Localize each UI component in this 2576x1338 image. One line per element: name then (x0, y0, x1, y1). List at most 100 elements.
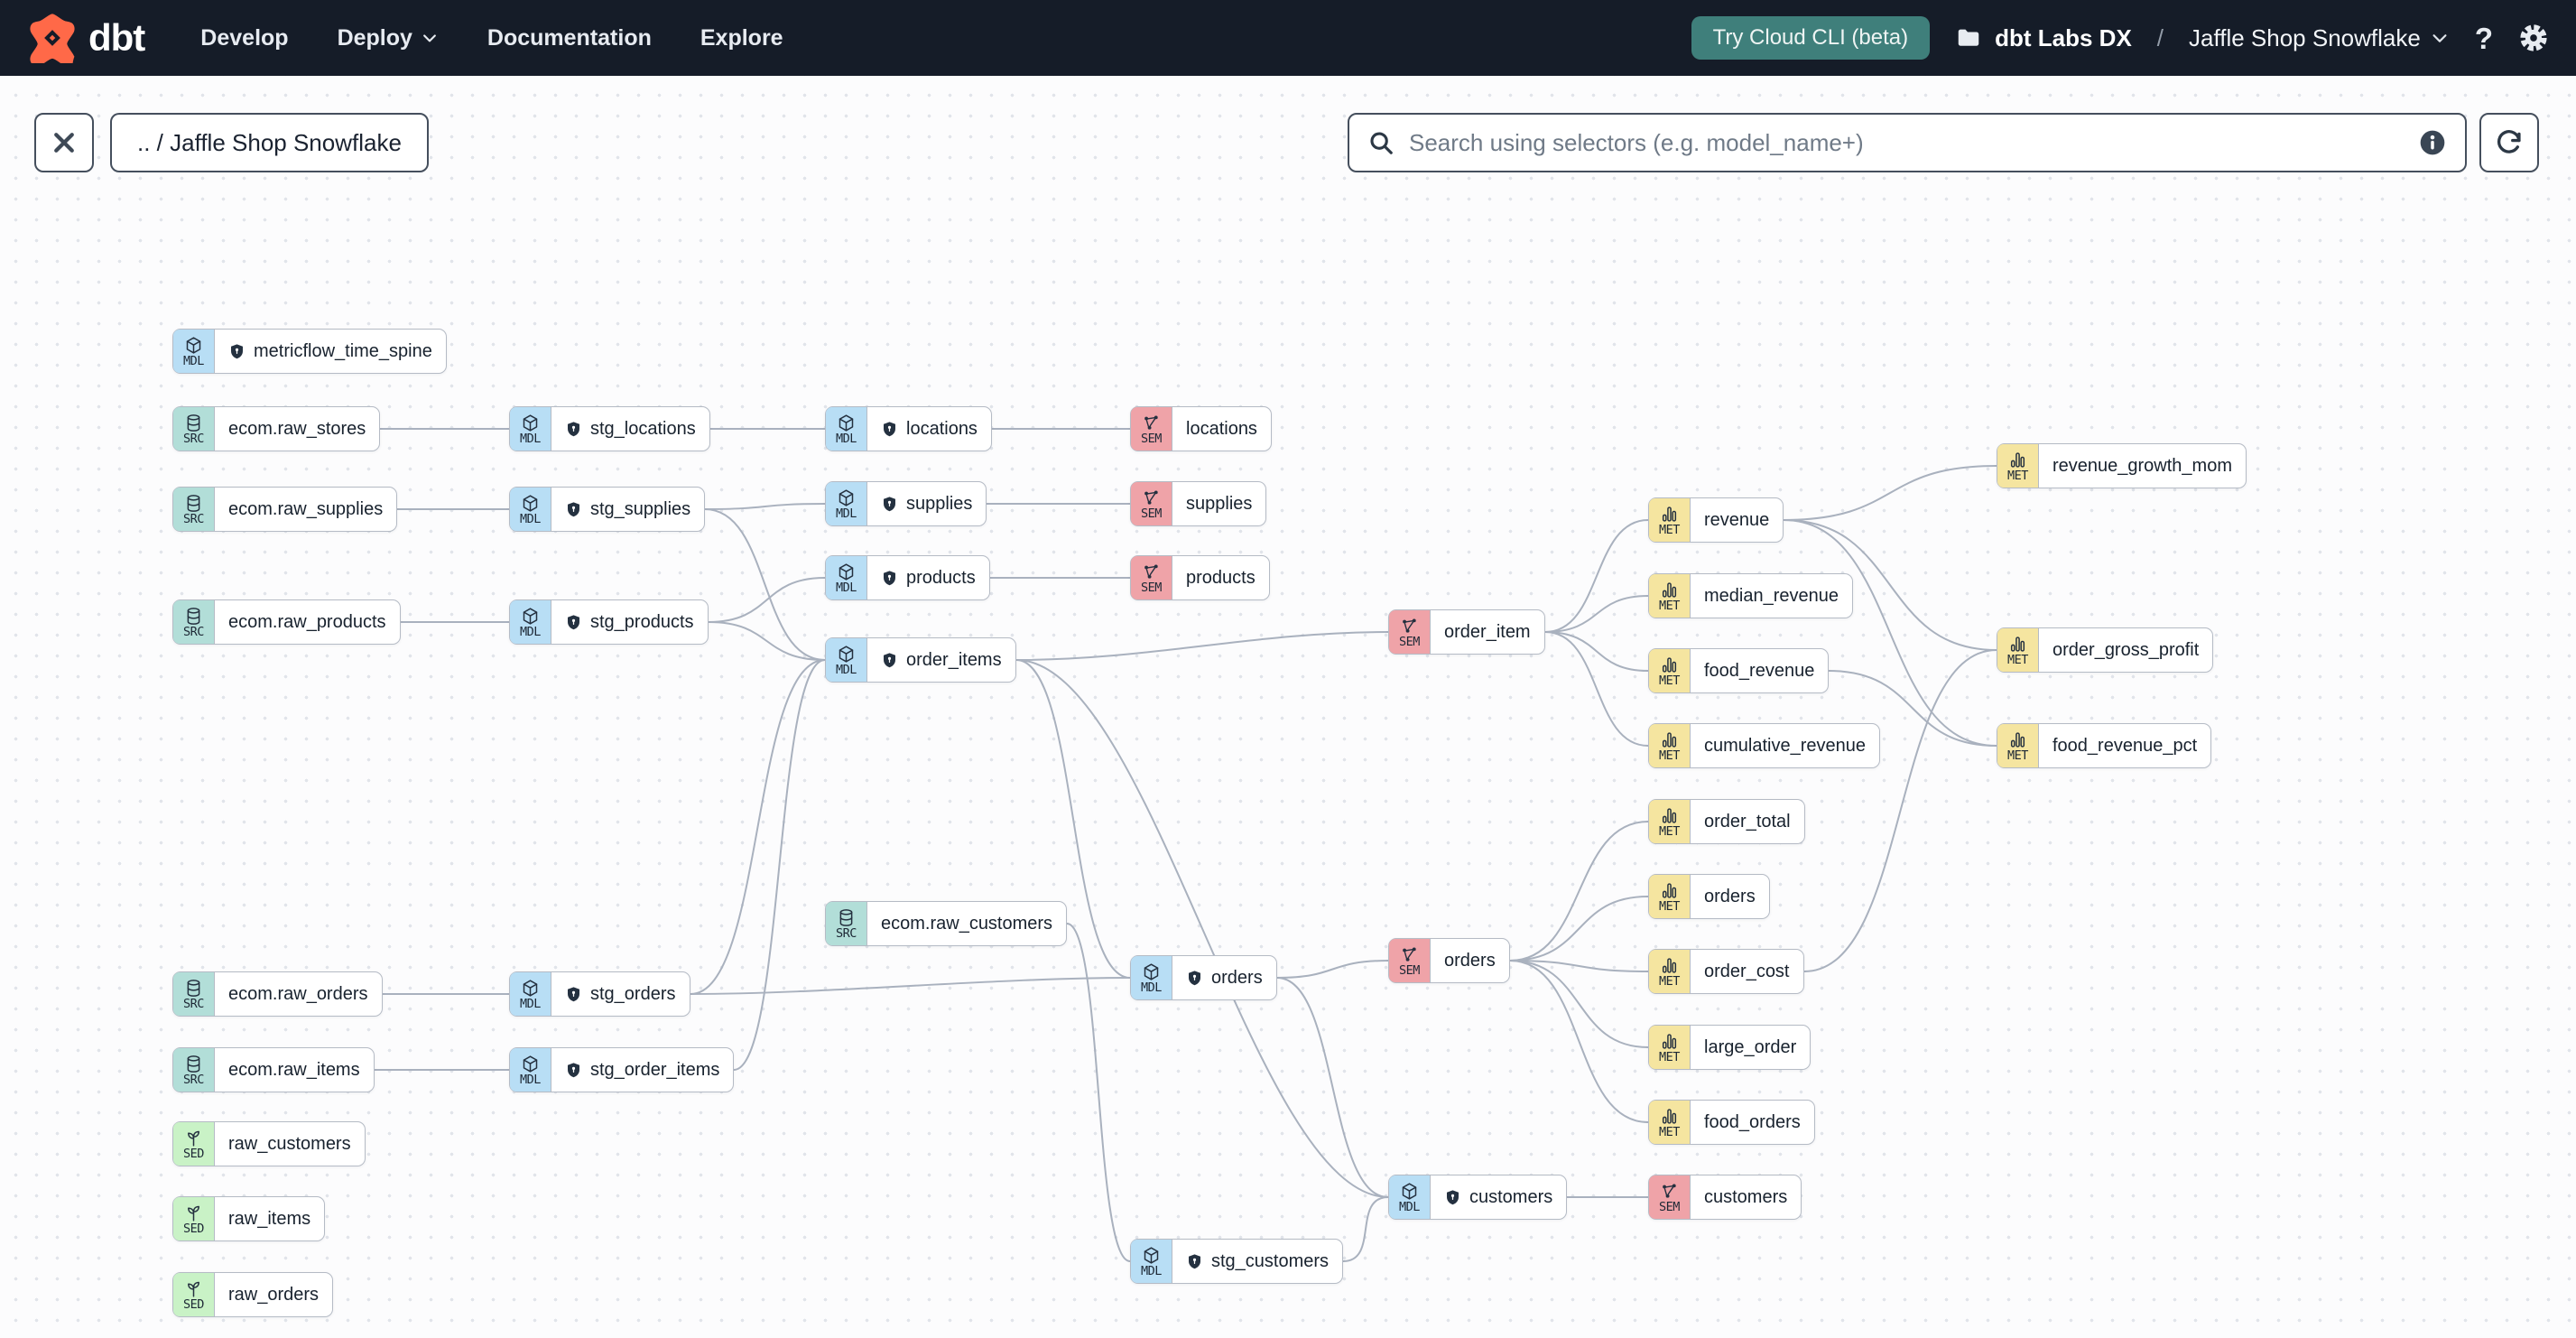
lineage-edge (708, 577, 826, 623)
header-right: Try Cloud CLI (beta) dbt Labs DX / Jaffl… (1691, 16, 2549, 60)
lineage-edge (1544, 631, 1649, 672)
node-body: order_item (1431, 610, 1544, 654)
dbt-logo[interactable]: dbt (27, 13, 145, 63)
node-type-label: MDL (520, 1072, 541, 1087)
gear-icon[interactable] (2518, 23, 2549, 53)
graph-node-seed_orders[interactable]: SED raw_orders (172, 1272, 334, 1317)
node-body: ecom.raw_supplies (215, 488, 396, 531)
node-name-label: customers (1704, 1186, 1788, 1207)
node-type-label: SEM (1141, 431, 1162, 446)
node-type-label: MET (1659, 1049, 1680, 1064)
node-type-label: MET (1659, 598, 1680, 613)
close-lineage-button[interactable] (34, 113, 94, 172)
node-name-label: raw_orders (228, 1284, 320, 1305)
nav-item-deploy[interactable]: Deploy (338, 25, 439, 51)
node-name-label: revenue (1704, 509, 1770, 530)
graph-node-stg_customers[interactable]: MDL stg_customers (1130, 1239, 1344, 1284)
info-icon[interactable] (2418, 128, 2447, 157)
search-input[interactable] (1407, 127, 2405, 158)
node-name-label: median_revenue (1704, 585, 1839, 606)
refresh-button[interactable] (2479, 113, 2539, 172)
project-name: Jaffle Shop Snowflake (2189, 23, 2421, 51)
database-icon (187, 494, 200, 512)
nav-item-documentation[interactable]: Documentation (486, 24, 652, 51)
cube-icon (186, 337, 201, 354)
lineage-edge (1342, 1196, 1389, 1262)
seed-badge: SED (173, 1273, 215, 1316)
node-name-label: order_items (906, 649, 1002, 670)
cube-icon (839, 646, 854, 663)
node-name-label: stg_customers (1211, 1250, 1330, 1271)
lineage-breadcrumb[interactable]: .. / Jaffle Shop Snowflake (110, 113, 429, 172)
shield-icon (568, 1062, 579, 1077)
lineage-edge (1276, 977, 1389, 1198)
source-badge: SRC (173, 407, 215, 451)
node-type-label: MET (1659, 673, 1680, 688)
node-body: food_revenue_pct (2039, 724, 2210, 767)
nav-item-explore[interactable]: Explore (700, 24, 783, 51)
help-button[interactable]: ? (2474, 21, 2493, 55)
semantic-model-badge: SEM (1389, 939, 1431, 982)
node-type-label: SRC (183, 511, 204, 526)
model-badge: MDL (510, 407, 551, 451)
nav-item-develop[interactable]: Develop (200, 24, 289, 51)
node-body: products (1172, 556, 1269, 599)
cube-icon (523, 608, 538, 625)
lineage-edge (704, 508, 826, 661)
model-badge: MDL (510, 600, 551, 644)
model-badge: MDL (1131, 1240, 1172, 1283)
node-name-label: orders (1211, 967, 1263, 988)
metric-icon (2010, 732, 2025, 748)
project-selector[interactable]: Jaffle Shop Snowflake (2189, 24, 2450, 52)
node-type-label: SEM (1141, 506, 1162, 521)
semantic-model-icon (1144, 490, 1158, 505)
node-type-label: MDL (1141, 1263, 1162, 1278)
model-badge: MDL (510, 488, 551, 531)
org-breadcrumb[interactable]: dbt Labs DX (1955, 24, 2132, 52)
try-cloud-cli-button[interactable]: Try Cloud CLI (beta) (1691, 16, 1931, 60)
source-badge: SRC (826, 902, 867, 945)
graph-node-src_supplies[interactable]: SRC ecom.raw_supplies (172, 487, 398, 532)
lineage-edge (1544, 631, 1649, 747)
node-body: order_gross_profit (2039, 628, 2212, 672)
graph-node-met_median_revenue[interactable]: MET median_revenue (1648, 573, 1853, 618)
node-type-label: MDL (836, 506, 857, 521)
